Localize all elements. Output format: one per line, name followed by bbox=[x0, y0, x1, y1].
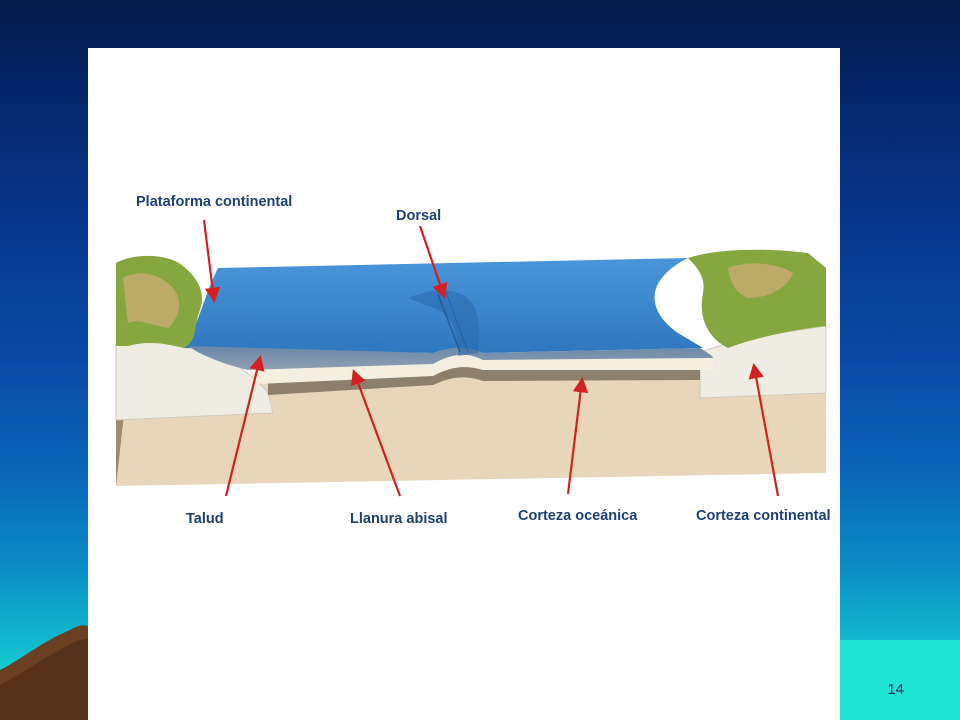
diagram-panel: Plataforma continental Dorsal Talud Llan… bbox=[88, 48, 840, 720]
page-number: 14 bbox=[887, 681, 904, 698]
arrow-corteza-continental bbox=[748, 362, 780, 497]
ocean-floor-diagram: Plataforma continental Dorsal Talud Llan… bbox=[115, 194, 831, 527]
label-corteza-continental: Corteza continental bbox=[696, 508, 831, 524]
mountain-decoration bbox=[0, 625, 960, 720]
arrow-dorsal bbox=[418, 225, 448, 299]
oceanic-crust bbox=[268, 364, 700, 395]
arrow-plataforma bbox=[202, 219, 221, 304]
mantle-layer bbox=[116, 366, 826, 486]
label-plataforma-continental: Plataforma continental bbox=[136, 194, 292, 210]
ridge bbox=[408, 290, 480, 356]
arrow-talud bbox=[224, 355, 265, 497]
label-corteza-oceanica: Corteza oceánica bbox=[518, 508, 638, 524]
ocean-floor bbox=[188, 346, 713, 370]
label-talud: Talud bbox=[186, 511, 224, 527]
label-llanura-abisal: Llanura abisal bbox=[350, 511, 448, 527]
label-dorsal: Dorsal bbox=[396, 208, 441, 224]
arrow-llanura bbox=[351, 369, 402, 497]
arrow-corteza-oceanica bbox=[566, 376, 589, 495]
